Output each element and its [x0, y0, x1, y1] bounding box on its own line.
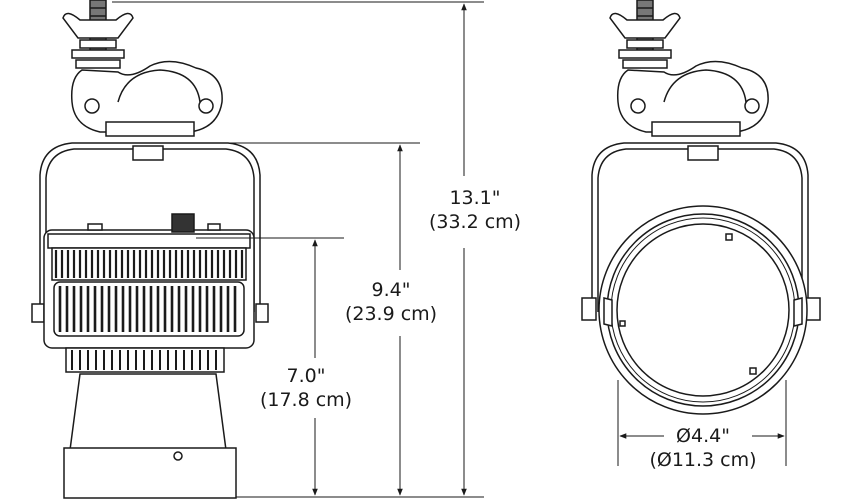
total-height-metric: (33.2 cm): [428, 211, 522, 233]
diameter-label: Ø4.4" (Ø11.3 cm): [636, 424, 770, 472]
side-head: [43, 213, 255, 373]
total-height-imperial: 13.1": [449, 187, 501, 209]
front-yoke: [581, 142, 821, 321]
diameter-metric: (Ø11.3 cm): [649, 449, 757, 471]
diameter-imperial: Ø4.4": [676, 425, 730, 447]
body-height-metric: (17.8 cm): [259, 389, 353, 411]
side-clamp: [70, 60, 223, 137]
side-view: [31, 0, 269, 499]
front-clamp: [616, 60, 769, 137]
front-clamp-bolt: [609, 0, 681, 69]
fixture-height-imperial: 9.4": [371, 279, 411, 301]
fixture-height-metric: (23.9 cm): [344, 303, 438, 325]
fixture-height-label: 9.4" (23.9 cm): [336, 278, 446, 326]
body-height-imperial: 7.0": [286, 365, 326, 387]
body-height-label: 7.0" (17.8 cm): [250, 364, 362, 412]
front-view: [581, 0, 821, 415]
side-lens-barrel: [63, 373, 237, 499]
front-lens-ring: [598, 205, 808, 415]
dimension-lines: [112, 1, 787, 498]
side-clamp-bolt: [62, 0, 134, 69]
total-height-label: 13.1" (33.2 cm): [418, 186, 532, 234]
side-yoke: [31, 142, 269, 323]
